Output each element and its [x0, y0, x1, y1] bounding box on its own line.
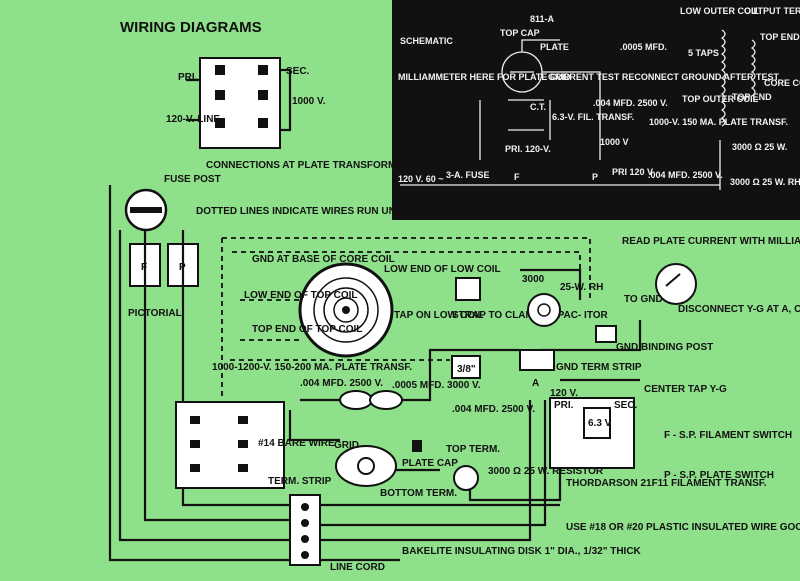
v63-label: 6.3 V — [588, 418, 612, 429]
tube-label: 811-A — [530, 14, 555, 24]
v120-label: 120 V. — [550, 388, 578, 399]
top-end-2-label: TOP END — [732, 92, 772, 102]
strap-clamp — [455, 277, 481, 301]
rheostat — [527, 293, 561, 327]
frac-label: 3/8" — [457, 364, 476, 375]
top-end-1-label: TOP END — [760, 32, 800, 42]
transformer-caption: CONNECTIONS AT PLATE TRANSFORMER — [206, 160, 411, 171]
wire-note: USE #18 OR #20 PLASTIC INSULATED WIRE GO… — [566, 522, 800, 533]
low-end-top-label: LOW END OF TOP COIL — [244, 290, 358, 301]
fuse-element — [130, 207, 162, 213]
line-cord-label: LINE CORD — [330, 562, 385, 573]
plate-label: PLATE — [540, 42, 569, 52]
f-switch-symbol: F — [514, 172, 520, 182]
plate-transf-label: 1000-1200-V. 150-200 MA. PLATE TRANSF. — [212, 362, 412, 373]
pictorial-label: PICTORIAL — [128, 308, 182, 319]
grid-label: GRID — [548, 72, 571, 82]
bare-wire-label: #14 BARE WIRE — [258, 438, 335, 449]
gnd-binding-post — [595, 325, 617, 343]
plate-transformer-connections: PRI. 120-V. LINE SEC. 1000 V. CONNECTION… — [166, 57, 411, 171]
terminal — [215, 118, 225, 128]
gnd-binding-label: GND BINDING POST — [616, 342, 713, 353]
schematic-title: SCHEMATIC — [400, 36, 453, 46]
pri-label: PRI. — [178, 72, 198, 83]
sec-label: SEC. — [614, 400, 638, 411]
output-term-label: OUTPUT TERM — [744, 6, 800, 16]
pri-120v-label: PRI 120 V — [612, 167, 653, 177]
cap-004-b-label: .004 MFD. 2500 V. — [452, 404, 535, 415]
cap-004-a-label: .004 MFD. 2500 V. — [593, 98, 668, 108]
gnd-strip-label: GND TERM STRIP — [556, 362, 642, 373]
gnd-base-label: GND AT BASE OF CORE COIL — [252, 254, 395, 265]
terminal — [215, 65, 225, 75]
cap-004-b-label: .004 MFD. 2500 V. — [648, 170, 723, 180]
rheo-label: 3000 Ω 25 W. RHEO. — [730, 177, 800, 187]
top-outer-coil-label: TOP OUTER COIL — [682, 94, 759, 104]
cap-0005-label: .0005 MFD. 3000 V. — [392, 380, 481, 391]
read-plate-label: READ PLATE CURRENT WITH MILLIAMMETER — [622, 236, 800, 247]
bottom-term-label: BOTTOM TERM. — [380, 488, 457, 499]
tube-socket — [335, 445, 397, 487]
terminal — [215, 90, 225, 100]
pri-label: PRI. — [554, 400, 574, 411]
terminal — [258, 118, 268, 128]
schematic-panel: SCHEMATIC TOP CAP 811-A PLATE GRID MILLI… — [392, 0, 800, 220]
center-tap-label: CENTER TAP Y-G — [644, 384, 727, 395]
disconnect-label: DISCONNECT Y-G AT A, CONNECT HERE — [678, 304, 800, 315]
thordarson-label: THORDARSON 21F11 FILAMENT TRANSF. — [566, 478, 767, 489]
r3000-label: 3000 — [522, 274, 545, 285]
a-label: A — [532, 378, 539, 389]
top-term-label: TOP TERM. — [446, 444, 500, 455]
milliammeter — [655, 263, 697, 305]
milliammeter-note: MILLIAMMETER HERE FOR PLATE CURRENT TEST… — [398, 72, 779, 82]
taps-label: 5 TAPS — [688, 48, 719, 58]
dotted-lines-note: DOTTED LINES INDICATE WIRES RUN UNDER BA… — [196, 206, 484, 217]
to-gnd-label: TO GND — [624, 294, 663, 305]
sec-label: SEC. — [286, 66, 310, 77]
top-end-top-label: TOP END OF TOP COIL — [252, 324, 362, 335]
capacitor-0005 — [369, 390, 403, 410]
plate-cap — [412, 440, 422, 452]
schematic-background — [392, 0, 800, 220]
low-outer-coil-label: LOW OUTER COIL — [680, 6, 759, 16]
cap-0005-label: .0005 MFD. — [620, 42, 667, 52]
p-switch-note: P - S.P. PLATE SWITCH — [664, 470, 774, 481]
grid-label: GRID — [334, 440, 359, 451]
fuse-label: 3-A. FUSE — [446, 170, 490, 180]
fil-transf-label: 6.3-V. FIL. TRANSF. — [552, 112, 634, 122]
line-120-label: 120 V. 60 ~ — [398, 174, 443, 184]
plate-cap-label: PLATE CAP — [402, 458, 458, 469]
p-switch-symbol: P — [592, 172, 598, 182]
resistor-3000-label: 3000 Ω 25 W. — [732, 142, 787, 152]
resistor — [453, 465, 479, 491]
pri-120-label: PRI. 120-V. — [505, 144, 551, 154]
f-switch-note: F - S.P. FILAMENT SWITCH — [664, 430, 792, 441]
terminal — [258, 65, 268, 75]
page-title: WIRING DIAGRAMS — [120, 19, 262, 36]
top-cap-label: TOP CAP — [500, 28, 540, 38]
volts-label: 1000 V. — [292, 96, 326, 107]
1000v-label: 1000 V — [600, 137, 629, 147]
fuse-post-label: FUSE POST — [164, 174, 221, 185]
capacitor-004 — [339, 390, 373, 410]
tap-low-label: TAP ON LOW COIL — [394, 310, 484, 321]
clamp-capacitor — [451, 355, 481, 379]
ct-label: C.T. — [530, 102, 546, 112]
term-strip-label: TERM. STRIP — [268, 476, 332, 487]
plate-transf-label: 1000-V. 150 MA. PLATE TRANSF. — [649, 117, 788, 127]
resistor-label: 3000 Ω 25 W. RESISTOR — [488, 466, 604, 477]
gnd-term-strip — [519, 349, 555, 371]
low-end-low-label: LOW END OF LOW COIL — [384, 264, 501, 275]
core-coil-label: CORE COIL — [764, 78, 800, 88]
line-label: 120-V. LINE — [166, 114, 220, 125]
rh25-label: 25-W. RH — [560, 282, 603, 293]
terminal — [258, 90, 268, 100]
cap-004-label: .004 MFD. 2500 V. — [300, 378, 383, 389]
core-coil — [298, 262, 394, 358]
bakelite-label: BAKELITE INSULATING DISK 1" DIA., 1/32" … — [402, 546, 642, 557]
